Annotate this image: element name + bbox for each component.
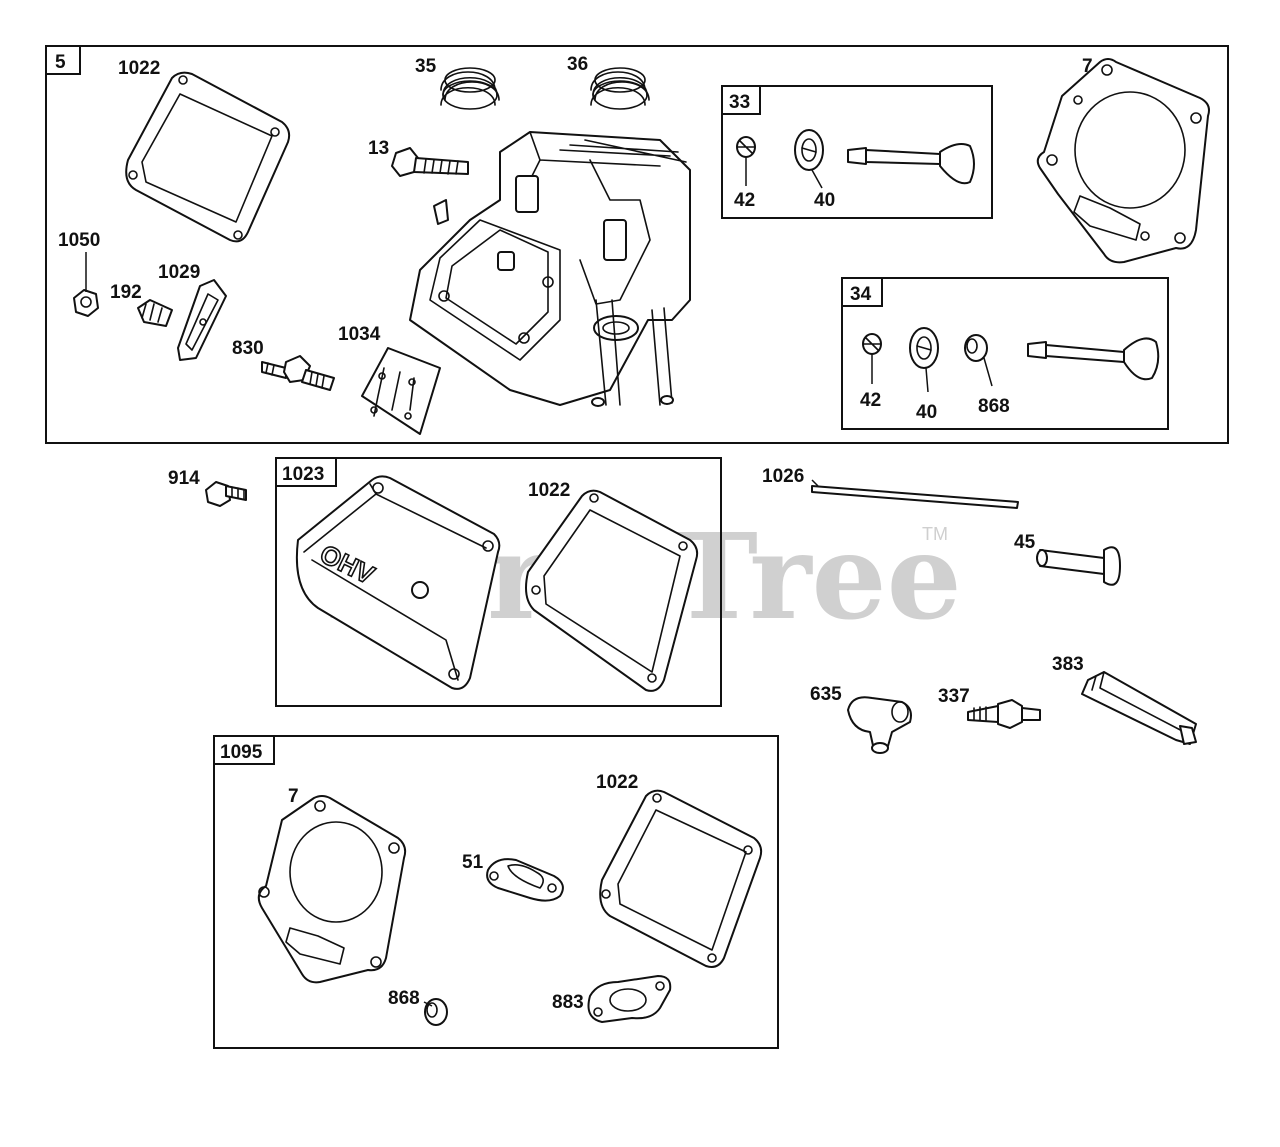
part-label-868b[interactable]: 868 [388,988,420,1009]
push-rod-1026-part[interactable] [811,479,1019,509]
group-frame-34: 34 [841,277,1169,430]
valve-spring-35-part[interactable] [440,67,500,110]
group-tag-1023: 1023 [282,464,324,485]
group-tag-5: 5 [55,52,66,73]
group-frame-33: 33 [721,85,993,219]
valve-spring-36-part[interactable] [590,67,650,110]
part-label-1022[interactable]: 1022 [118,58,160,79]
part-label-7[interactable]: 7 [1082,56,1093,77]
part-label-337[interactable]: 337 [938,686,970,707]
spark-plug-boot-635-part[interactable] [847,696,912,754]
part-label-35[interactable]: 35 [415,56,437,77]
part-label-1022c[interactable]: 1022 [596,772,638,793]
part-label-192[interactable]: 192 [110,282,142,303]
exhaust-gasket-51-part[interactable] [486,858,564,902]
spring-retainer-40b-part[interactable] [909,327,939,393]
part-label-914[interactable]: 914 [168,468,200,489]
rocker-cover-part[interactable]: OHV [295,475,501,690]
part-label-42[interactable]: 42 [734,190,755,211]
group-frame-1095: 1095 [213,735,779,1049]
group-tag-1095: 1095 [220,742,263,763]
part-label-36[interactable]: 36 [567,54,588,75]
spring-retainer-40-part[interactable] [794,129,824,189]
group-tag-34: 34 [850,284,872,305]
rocker-pivot-192-part[interactable] [137,299,173,327]
part-label-868[interactable]: 868 [978,396,1010,417]
valve-keeper-42-part[interactable] [736,136,756,186]
part-label-42b[interactable]: 42 [860,390,881,411]
part-label-40b[interactable]: 40 [916,402,937,423]
part-label-13[interactable]: 13 [368,138,389,159]
valve-keeper-42b-part[interactable] [862,333,882,384]
group-frame-5: 5 [45,45,1229,444]
rocker-cover-gasket-b-part[interactable] [525,489,699,692]
ignition-armature-383-part[interactable] [1081,671,1197,745]
part-label-383[interactable]: 383 [1052,654,1084,675]
rocker-arm-1029-part[interactable] [177,279,227,361]
part-label-1034[interactable]: 1034 [338,324,381,345]
part-label-1022b[interactable]: 1022 [528,480,570,501]
part-label-1029[interactable]: 1029 [158,262,200,283]
part-label-1050[interactable]: 1050 [58,230,100,251]
head-bolt-13-part[interactable] [391,147,469,177]
part-label-1026[interactable]: 1026 [762,466,804,487]
part-label-635[interactable]: 635 [810,684,842,705]
group-frame-1023: 1023 [275,457,722,707]
intake-gasket-883-part[interactable] [587,975,672,1023]
cylinder-head-gasket-part[interactable] [1036,58,1210,264]
part-label-51[interactable]: 51 [462,852,484,873]
intake-valve-part[interactable] [1027,337,1160,381]
tappet-45-part[interactable] [1036,546,1121,586]
valve-seal-868b-part[interactable] [423,998,448,1026]
valve-seal-868-part[interactable] [964,334,993,387]
part-label-830[interactable]: 830 [232,338,264,359]
rocker-cover-gasket-c-part[interactable] [599,789,763,968]
rocker-stud-830-part[interactable] [261,355,335,391]
head-gasket-set-part[interactable] [257,795,407,984]
rocker-cover-gasket-part[interactable] [125,71,291,243]
screw-914-part[interactable] [205,481,247,507]
part-label-45[interactable]: 45 [1014,532,1036,553]
group-tag-33: 33 [729,92,750,113]
part-label-7b[interactable]: 7 [288,786,299,807]
push-rod-guide-1034-part[interactable] [361,347,441,435]
part-label-40[interactable]: 40 [814,190,835,211]
watermark-trademark: TM [922,524,948,544]
cylinder-head-part[interactable] [409,131,691,407]
spark-plug-337-part[interactable] [967,699,1041,729]
part-label-883[interactable]: 883 [552,992,584,1013]
rocker-nut-1050-part[interactable] [73,252,99,317]
exhaust-valve-part[interactable] [847,143,975,185]
